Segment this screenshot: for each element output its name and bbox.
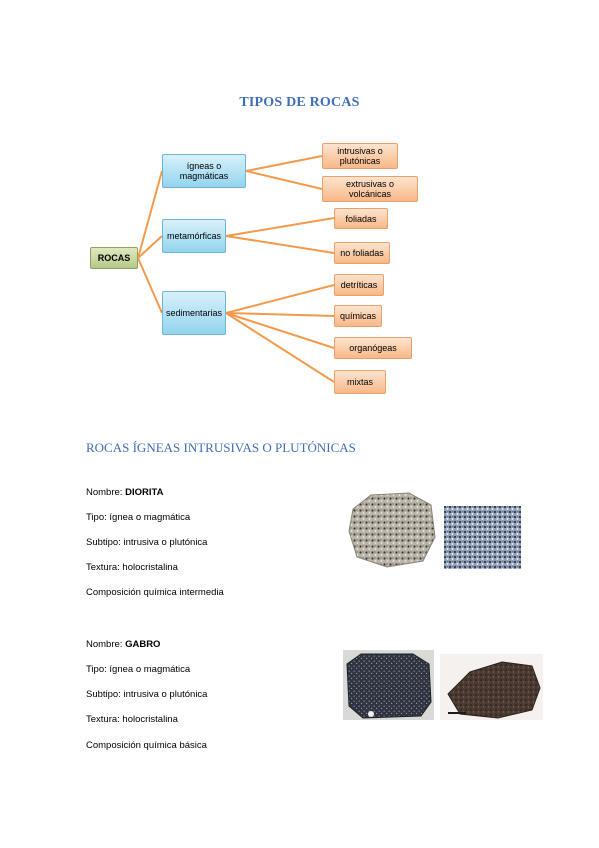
node-detriticas: detríticas	[334, 274, 384, 296]
rock-composicion: Composición química intermedia	[86, 587, 224, 598]
rock-tipo: Tipo: ígnea o magmática	[86, 664, 191, 675]
rock-name-line: Nombre: DIORITA	[86, 487, 163, 498]
node-label: no foliadas	[340, 248, 384, 258]
rock-name: GABRO	[125, 639, 161, 650]
node-no-foliadas: no foliadas	[334, 242, 390, 264]
node-foliadas: foliadas	[334, 208, 388, 229]
diagram-connectors	[137, 155, 335, 383]
node-organogeas: organógeas	[334, 337, 412, 359]
gabbro-closeup-photo	[440, 654, 543, 720]
node-intrusivas: intrusivas o plutónicas	[322, 143, 398, 169]
node-igneas: ígneas o magmáticas	[162, 154, 246, 188]
rock-subtipo: Subtipo: intrusiva o plutónica	[86, 537, 208, 548]
gabbro-rock-photo	[343, 650, 434, 720]
node-label: mixtas	[346, 377, 373, 387]
rock-name: DIORITA	[125, 487, 164, 498]
node-label: organógeas	[349, 343, 397, 353]
name-label: Nombre:	[86, 487, 123, 498]
node-label: químicas	[339, 311, 376, 321]
rock-tipo: Tipo: ígnea o magmática	[86, 512, 191, 523]
node-sedimentarias: sedimentarias	[162, 291, 226, 335]
node-label: sedimentarias	[165, 308, 223, 318]
node-extrusivas: extrusivas o volcánicas	[322, 176, 418, 202]
node-mixtas: mixtas	[334, 370, 386, 394]
rock-textura: Textura: holocristalina	[86, 562, 178, 573]
diagram-root-node: ROCAS	[90, 247, 138, 269]
name-label: Nombre:	[86, 639, 123, 650]
node-label: ROCAS	[97, 253, 131, 263]
rock-composicion: Composición química básica	[86, 740, 207, 751]
node-label: foliadas	[345, 213, 377, 224]
node-label: intrusivas o plutónicas	[337, 146, 383, 166]
node-label: metamórficas	[166, 231, 221, 241]
section-title: ROCAS ÍGNEAS INTRUSIVAS O PLUTÓNICAS	[86, 440, 356, 455]
node-metamorficas: metamórficas	[162, 219, 226, 253]
node-label: ígneas o magmáticas	[179, 161, 229, 181]
diorite-rock-photo	[348, 492, 436, 568]
node-label: detríticas	[340, 280, 378, 290]
diorite-closeup-photo	[444, 506, 521, 569]
rock-subtipo: Subtipo: intrusiva o plutónica	[86, 689, 208, 700]
node-label: extrusivas o volcánicas	[345, 179, 395, 199]
page-title: TIPOS DE ROCAS	[239, 95, 360, 110]
rock-name-line: Nombre: GABRO	[86, 639, 160, 650]
node-quimicas: químicas	[334, 305, 382, 327]
rock-textura: Textura: holocristalina	[86, 714, 178, 725]
